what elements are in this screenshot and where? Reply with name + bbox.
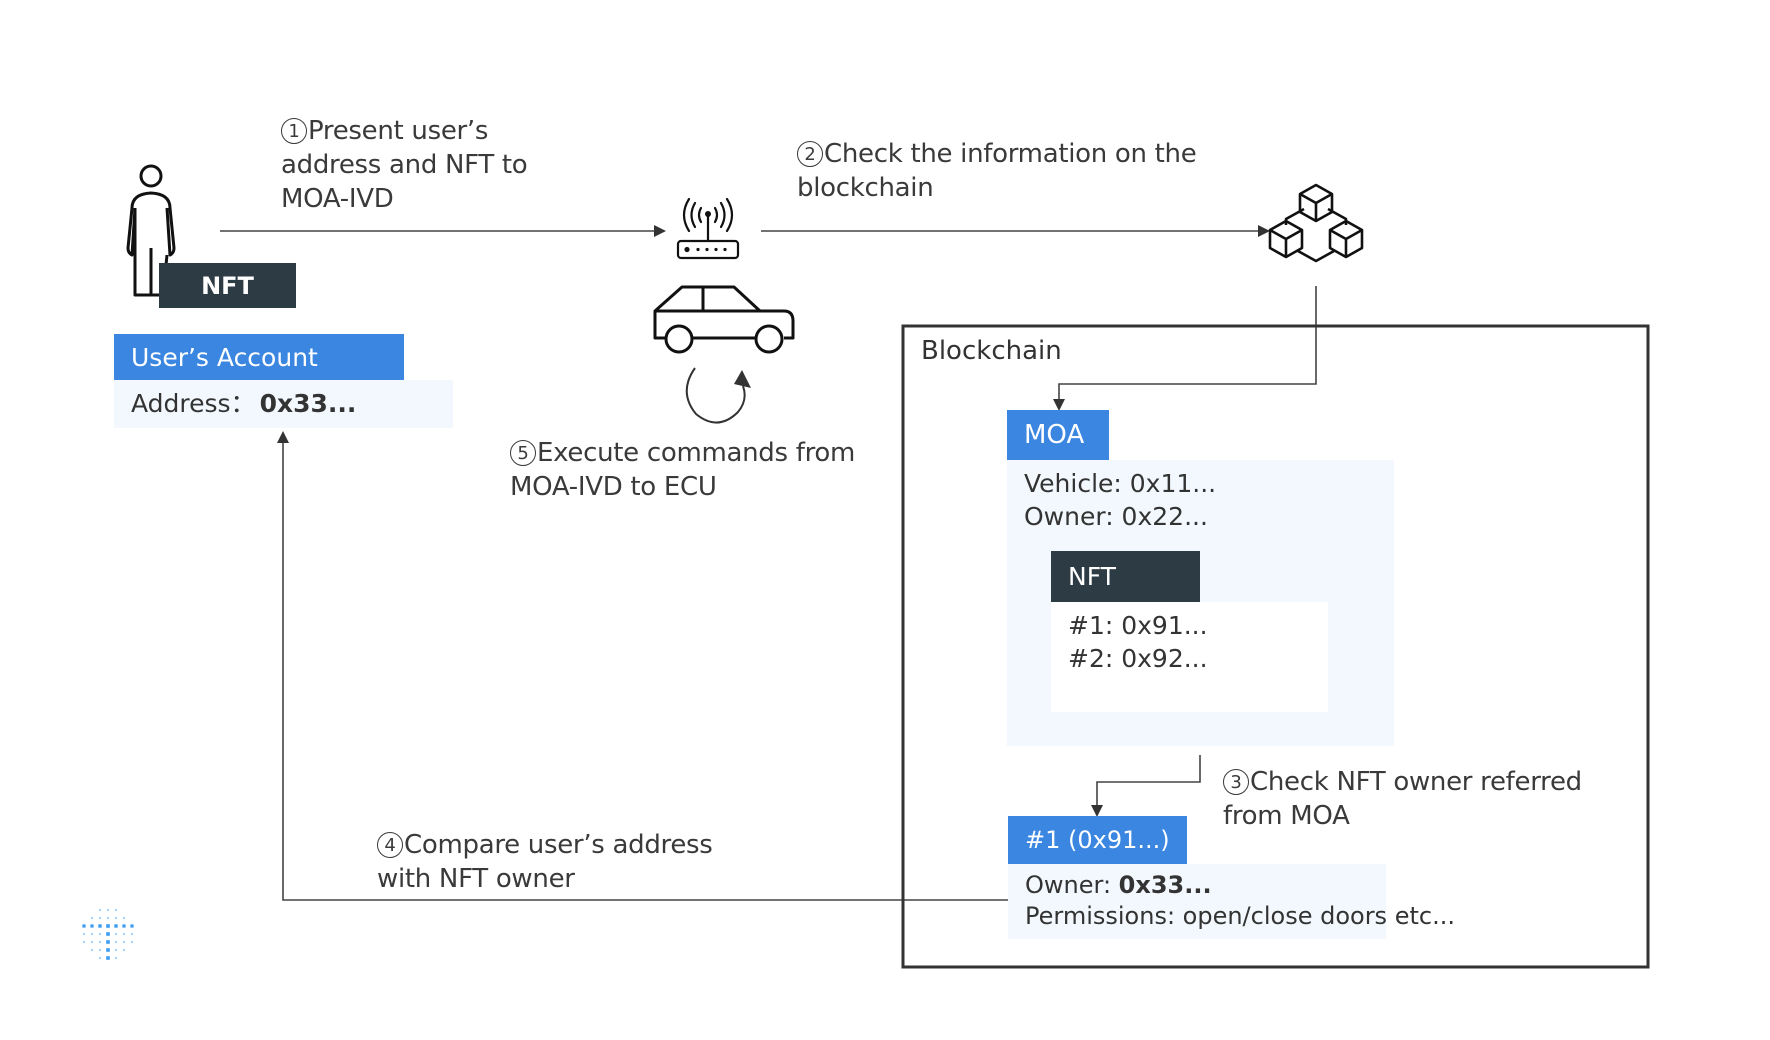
step4-number: 4 [377, 832, 403, 858]
step5-number: 5 [510, 440, 536, 466]
moa-nft-header: NFT [1051, 551, 1200, 602]
nft-detail-title: #1 (0x91...) [1025, 826, 1170, 854]
user-address-row: Address： 0x33... [114, 380, 453, 428]
nft-detail-header: #1 (0x91...) [1008, 816, 1187, 864]
arrow-step4 [277, 431, 1008, 901]
user-nft-label: NFT [201, 271, 254, 300]
nft-detail-panel: Owner: 0x33... Permissions: open/close d… [1008, 864, 1455, 939]
step1-number: 1 [281, 118, 307, 144]
logo-icon [82, 909, 134, 960]
rotate-icon [685, 367, 751, 424]
moa-panel: Vehicle: 0x11... Owner: 0x22... NFT #1: … [1007, 460, 1394, 746]
blockchain-box [901, 324, 1650, 969]
moa-owner: Owner: 0x22... [1024, 502, 1208, 531]
nft-list-item: #1: 0x91... [1068, 611, 1208, 640]
user-nft-badge: NFT [159, 263, 296, 308]
arrow-to-moa [1053, 286, 1317, 411]
address-label: Address： [131, 389, 256, 418]
address-value: 0x33... [259, 389, 357, 418]
nft-owner-row: Owner: 0x33... [1025, 869, 1212, 901]
car-icon [653, 285, 795, 354]
nft-owner-label: Owner: [1025, 871, 1119, 899]
blockchain-title: Blockchain [921, 336, 1062, 366]
router-icon [676, 198, 740, 260]
moa-title: MOA [1024, 420, 1085, 450]
user-account-title: User’s Account [131, 342, 318, 372]
nft-list-item: #2: 0x92... [1068, 644, 1208, 673]
step3-number: 3 [1223, 769, 1249, 795]
user-account-header: User’s Account [114, 334, 404, 380]
arrow-step3 [1091, 755, 1201, 817]
blockchain-cubes-icon [1268, 183, 1364, 263]
moa-nft-title: NFT [1068, 562, 1116, 591]
person-icon [126, 164, 176, 297]
moa-nft-list: #1: 0x91... #2: 0x92... [1051, 602, 1328, 712]
step2-number: 2 [797, 141, 823, 167]
nft-owner-value: 0x33... [1118, 871, 1212, 899]
nft-permissions: Permissions: open/close doors etc... [1025, 902, 1455, 930]
moa-header: MOA [1007, 410, 1109, 460]
moa-vehicle: Vehicle: 0x11... [1024, 469, 1217, 498]
